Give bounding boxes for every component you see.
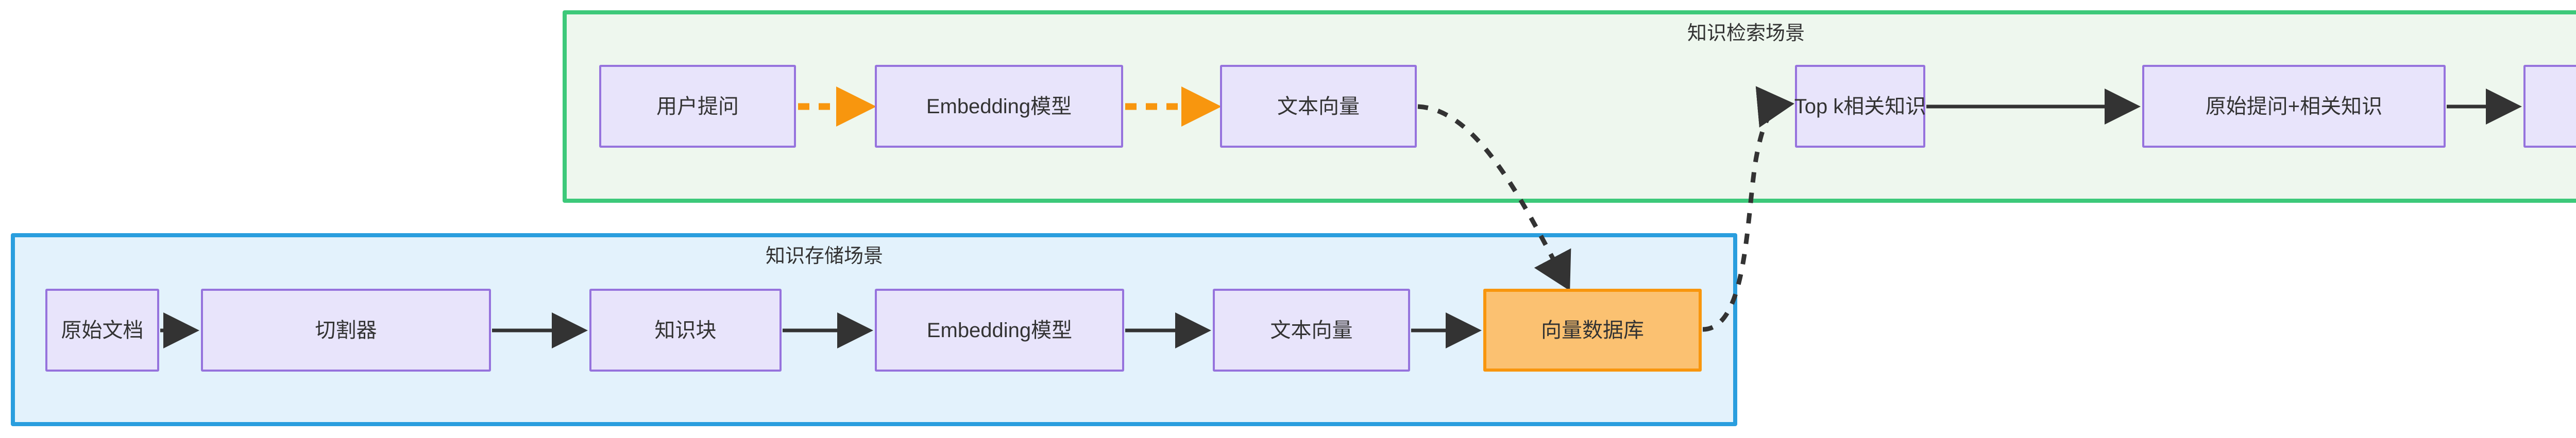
node-llm-model[interactable]: LLM Model	[2523, 65, 2576, 148]
node-splitter[interactable]: 切割器	[201, 289, 491, 372]
subgraph-title-storage: 知识存储场景	[766, 246, 884, 267]
node-question-plus-knowledge[interactable]: 原始提问+相关知识	[2142, 65, 2446, 148]
node-embedding-model-retrieval[interactable]: Embedding模型	[875, 65, 1123, 148]
node-user-question[interactable]: 用户提问	[599, 65, 796, 148]
subgraph-title-retrieval: 知识检索场景	[1687, 23, 1805, 44]
node-text-vector-retrieval[interactable]: 文本向量	[1220, 65, 1417, 148]
node-text-vector-storage[interactable]: 文本向量	[1213, 289, 1410, 372]
node-topk-knowledge[interactable]: Top k相关知识	[1794, 65, 1926, 148]
node-vector-database[interactable]: 向量数据库	[1483, 289, 1702, 372]
node-knowledge-chunk[interactable]: 知识块	[589, 289, 782, 372]
node-embedding-model-storage[interactable]: Embedding模型	[875, 289, 1124, 372]
node-raw-document[interactable]: 原始文档	[45, 289, 159, 372]
